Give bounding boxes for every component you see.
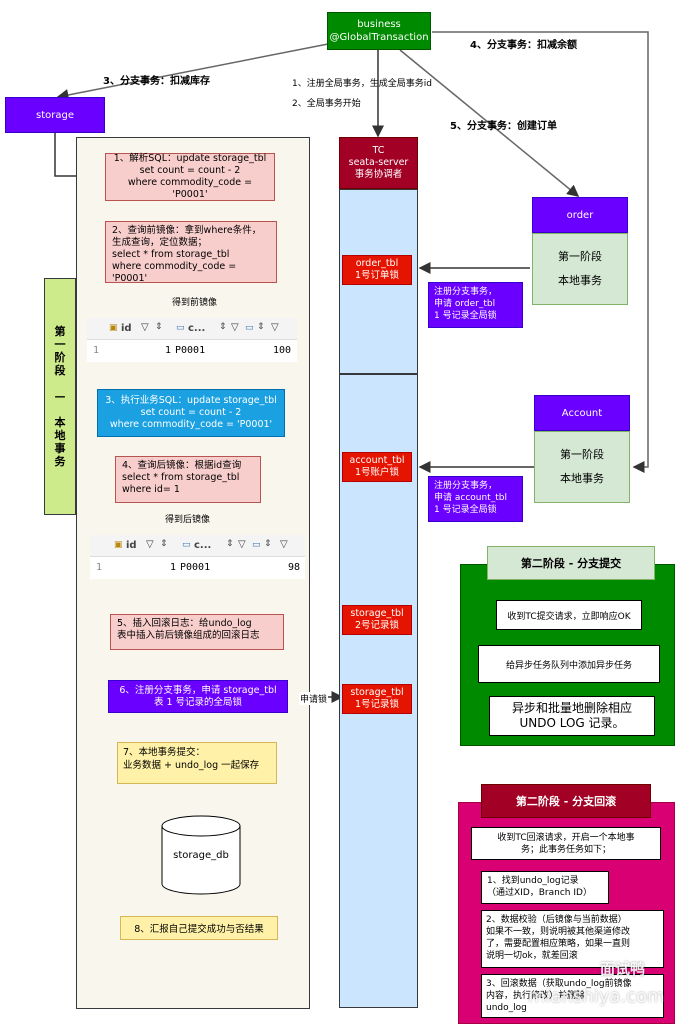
branch-register-account: 注册分支事务， 申请 account_tbl 1 号记录全局锁 (428, 476, 523, 522)
column-icon: ▭ (252, 540, 261, 550)
cell-count: 98 (288, 562, 301, 573)
label-got-after-image: 得到后镜像 (165, 515, 211, 525)
rollback-title: 第二阶段 - 分支回滚 (481, 784, 651, 818)
sort-icon: ⇕ (257, 322, 265, 332)
key-icon: ▣ (109, 323, 118, 333)
step-4-after-image: 4、查询后镜像：根据id查询 select * from storage_tbl… (115, 456, 261, 503)
column-id-header: id (121, 323, 132, 334)
tc-node: TC seata-server 事务协调者 (339, 137, 418, 189)
watermark-url: mianshiya.com (528, 986, 665, 1007)
label-deduct-balance: 4、分支事务：扣减余额 (470, 40, 577, 51)
filter-icon: ▽ (146, 539, 154, 550)
step-8-report: 8、汇报自己提交成功与否结果 (120, 916, 278, 940)
column-icon: ▭ (245, 323, 254, 333)
lock-storage-1: storage_tbl 1号记录锁 (342, 684, 412, 714)
storage-db-label: storage_db (173, 849, 229, 861)
commit-step-delete-undo: 异步和批量地删除相应 UNDO LOG 记录。 (489, 696, 655, 736)
branch-register-order: 注册分支事务， 申请 order_tbl 1 号记录全局锁 (428, 282, 523, 328)
label-register-global: 1、注册全局事务，生成全局事务id (292, 79, 432, 89)
rollback-step-validate: 2、数据校验（后镜像与当前数据） 如果不一致，则说明被其他渠道修改 了，需要配置… (481, 910, 664, 968)
step-7-local-commit: 7、本地事务提交： 业务数据 + undo_log 一起保存 (117, 742, 277, 784)
cell-id: 1 (165, 345, 172, 356)
commit-title: 第二阶段 - 分支提交 (487, 546, 655, 580)
rollback-step-open-tx: 收到TC回滚请求，开启一个本地事 务；此事务任务如下； (471, 827, 661, 860)
row-number: 1 (93, 345, 100, 356)
table-row: 1 1 P0001 98 (90, 557, 305, 579)
label-global-start: 2、全局事务开始 (292, 99, 361, 109)
sort-icon: ⇕ (160, 539, 168, 549)
filter-icon: ▽ (238, 539, 246, 550)
table-header: ▣ id ▽ ⇕ ▭ c... ⇕ ▽ ▭ ⇕ ▽ (87, 318, 297, 340)
storage-node: storage (5, 97, 105, 133)
lock-account: account_tbl 1号账户锁 (342, 452, 412, 482)
label-apply-lock: 申请锁 (299, 692, 329, 705)
rollback-step-find-undo: 1、找到undo_log记录 （通过XID，Branch ID） (481, 871, 609, 904)
after-image-table: ▣ id ▽ ⇕ ▭ c... ⇕ ▽ ▭ ⇕ ▽ 1 1 P0001 98 (90, 535, 305, 579)
order-header: order (532, 197, 628, 233)
label-got-before-image: 得到前镜像 (172, 298, 218, 308)
cell-code: P0001 (180, 562, 211, 573)
cell-code: P0001 (175, 345, 206, 356)
watermark-text: 面试鸭 (600, 960, 646, 978)
table-row: 1 1 P0001 100 (87, 340, 297, 362)
filter-icon: ▽ (231, 322, 239, 333)
column-code-header: c... (194, 540, 212, 551)
column-icon: ▭ (176, 323, 185, 333)
column-code-header: c... (188, 323, 206, 334)
column-id-header: id (126, 540, 137, 551)
phase1-label: 第 一 阶 段 — 本 地 事 务 (44, 278, 76, 515)
account-body: 第一阶段 本地事务 (534, 431, 630, 503)
arrow-business-to-order (399, 49, 580, 197)
storage-db-cylinder (161, 815, 241, 895)
filter-icon: ▽ (280, 539, 288, 550)
column-icon: ▭ (182, 540, 191, 550)
key-icon: ▣ (114, 540, 123, 550)
step-5-undo-log: 5、插入回滚日志：给undo_log 表中插入前后镜像组成的回滚日志 (110, 614, 284, 650)
step-2-before-image: 2、查询前镜像：拿到where条件， 生成查询，定位数据； select * f… (105, 221, 277, 284)
business-node: business @GlobalTransaction (327, 12, 431, 50)
lock-storage-2: storage_tbl 2号记录锁 (342, 605, 412, 635)
commit-step-async-task: 给异步任务队列中添加异步任务 (478, 645, 660, 683)
sort-icon: ⇕ (226, 539, 234, 549)
step-6-register-branch: 6、注册分支事务，申请 storage_tbl 表 1 号记录的全局锁 (108, 680, 288, 713)
cell-count: 100 (273, 345, 292, 356)
step-3-business-sql: 3、执行业务SQL：update storage_tbl set count =… (97, 389, 285, 437)
sort-icon: ⇕ (155, 322, 163, 332)
sort-icon: ⇕ (264, 539, 272, 549)
lock-order: order_tbl 1号订单锁 (342, 255, 412, 285)
filter-icon: ▽ (141, 322, 149, 333)
before-image-table: ▣ id ▽ ⇕ ▭ c... ⇕ ▽ ▭ ⇕ ▽ 1 1 P0001 100 (87, 318, 297, 362)
table-header: ▣ id ▽ ⇕ ▭ c... ⇕ ▽ ▭ ⇕ ▽ (90, 535, 305, 557)
step-1-parse-sql: 1、解析SQL：update storage_tbl set count = c… (105, 153, 275, 201)
sort-icon: ⇕ (219, 322, 227, 332)
order-body: 第一阶段 本地事务 (532, 233, 628, 305)
arrow-business-to-storage (56, 43, 329, 101)
filter-icon: ▽ (271, 322, 279, 333)
label-deduct-stock: 3、分支事务：扣减库存 (103, 76, 210, 87)
label-create-order: 5、分支事务：创建订单 (450, 121, 557, 132)
row-number: 1 (96, 562, 103, 573)
commit-step-respond-ok: 收到TC提交请求，立即响应OK (496, 600, 642, 630)
account-header: Account (534, 395, 630, 431)
arrow-business-to-account (432, 31, 649, 473)
cell-id: 1 (170, 562, 177, 573)
rollback-step-restore: 3、回滚数据（获取undo_log前镜像 内容，执行修改）并删除 undo_lo… (481, 974, 664, 1018)
